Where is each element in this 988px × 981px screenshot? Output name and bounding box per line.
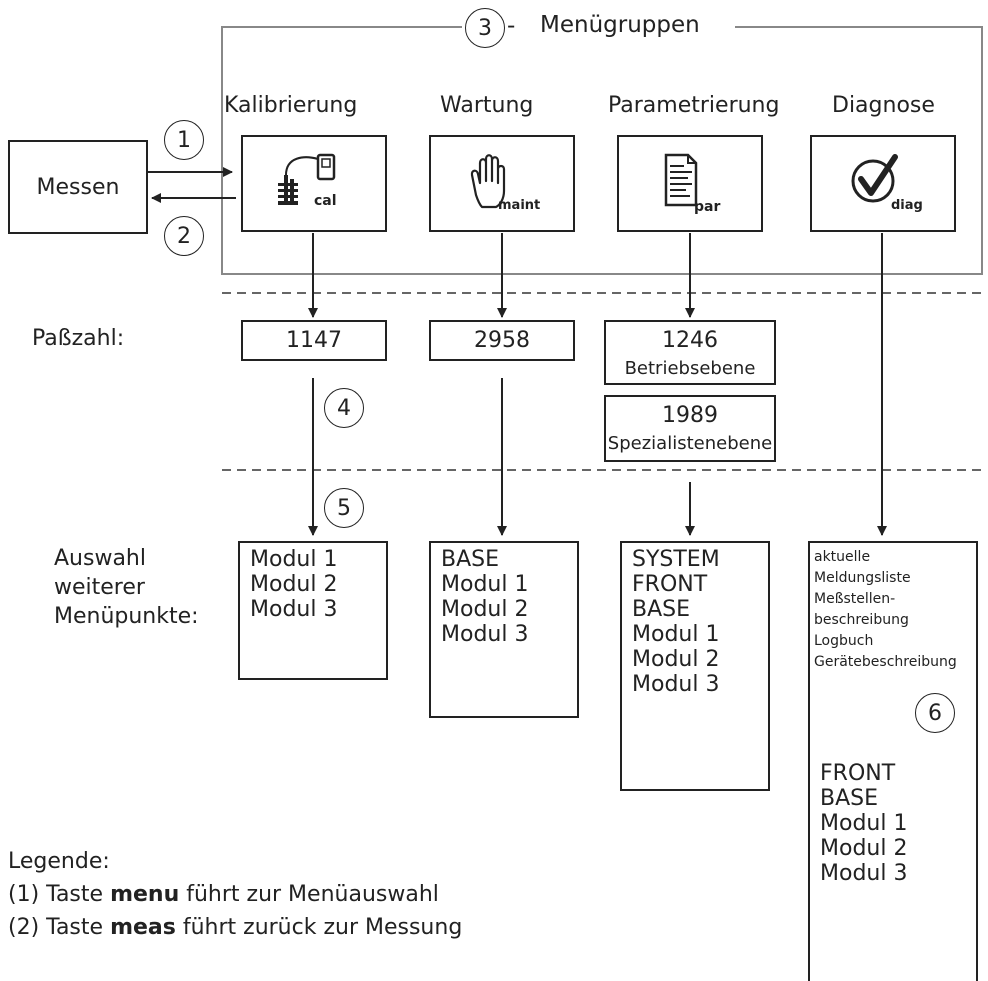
menugroup-frame: [221, 26, 983, 275]
cal-button[interactable]: cal: [241, 135, 387, 232]
legend-item-menu: (1) Taste menu führt zur Menüauswahl: [8, 882, 439, 907]
group-label-kalibrierung: Kalibrierung: [224, 93, 358, 118]
list-item[interactable]: BASE: [820, 786, 879, 811]
diag-button[interactable]: diag: [810, 135, 956, 232]
maint-button[interactable]: maint: [429, 135, 575, 232]
group-title: Menügruppen: [540, 12, 700, 38]
checkmark-icon: diag: [851, 153, 923, 213]
list-item[interactable]: Modul 1: [441, 572, 529, 597]
list-item[interactable]: Modul 2: [632, 647, 720, 672]
legend-item-meas: (2) Taste meas führt zurück zur Messung: [8, 915, 463, 940]
marker-4: 4: [324, 388, 364, 428]
group-label-wartung: Wartung: [440, 93, 534, 118]
list-item[interactable]: Modul 3: [441, 622, 529, 647]
group-title-dash: -: [507, 13, 516, 39]
passzahl-label: Paßzahl:: [32, 326, 125, 351]
marker-5: 5: [324, 488, 364, 528]
marker-6: 6: [915, 693, 955, 733]
menu-maint: BASE Modul 1 Modul 2 Modul 3: [429, 541, 579, 718]
par-button[interactable]: par: [617, 135, 763, 232]
list-item[interactable]: Modul 3: [632, 672, 720, 697]
list-item[interactable]: FRONT: [632, 572, 708, 597]
list-item[interactable]: BASE: [632, 597, 691, 622]
list-item[interactable]: Logbuch: [814, 633, 874, 649]
list-item[interactable]: Modul 2: [250, 572, 338, 597]
passcode-par-specialist: 1989 Spezialistenebene: [604, 395, 776, 462]
passcode-par-operator: 1246 Betriebsebene: [604, 320, 776, 385]
messen-box: Messen: [8, 140, 148, 234]
passcode-maint: 2958: [429, 320, 575, 361]
legend-title: Legende:: [8, 849, 110, 874]
svg-text:par: par: [694, 199, 720, 215]
list-item[interactable]: FRONT: [820, 761, 896, 786]
list-item[interactable]: Modul 3: [250, 597, 338, 622]
group-label-parametrierung: Parametrierung: [608, 93, 780, 118]
list-item[interactable]: Modul 1: [632, 622, 720, 647]
svg-text:diag: diag: [891, 198, 923, 213]
list-item[interactable]: Modul 3: [820, 861, 908, 886]
marker-3: 3: [465, 8, 505, 48]
list-item[interactable]: aktuelle: [814, 549, 871, 565]
document-icon: par: [664, 153, 720, 215]
passcode-cal: 1147: [241, 320, 387, 361]
list-item[interactable]: Modul 2: [441, 597, 529, 622]
legend: Legende: (1) Taste menu führt zur Menüau…: [8, 845, 462, 944]
group-label-diagnose: Diagnose: [832, 93, 935, 118]
hand-icon: maint: [470, 153, 540, 213]
marker-2: 2: [164, 216, 204, 256]
list-item[interactable]: Gerätebeschreibung: [814, 654, 957, 670]
menu-diag: aktuelle Meldungsliste Meßstellen- besch…: [808, 541, 978, 981]
menu-par: SYSTEM FRONT BASE Modul 1 Modul 2 Modul …: [620, 541, 770, 791]
list-item[interactable]: Meßstellen-: [814, 591, 896, 607]
list-item[interactable]: Meldungsliste: [814, 570, 911, 586]
list-item[interactable]: Modul 1: [820, 811, 908, 836]
svg-text:maint: maint: [498, 198, 540, 213]
svg-text:cal: cal: [314, 193, 337, 209]
list-item[interactable]: SYSTEM: [632, 547, 720, 572]
list-item[interactable]: beschreibung: [814, 612, 909, 628]
list-item[interactable]: BASE: [441, 547, 500, 572]
marker-1: 1: [164, 120, 204, 160]
cal-icon: cal: [278, 153, 337, 209]
menu-cal: Modul 1 Modul 2 Modul 3: [238, 541, 388, 680]
list-item[interactable]: Modul 2: [820, 836, 908, 861]
auswahl-label: Auswahl weiterer Menüpunkte:: [54, 546, 199, 629]
list-item[interactable]: Modul 1: [250, 547, 338, 572]
